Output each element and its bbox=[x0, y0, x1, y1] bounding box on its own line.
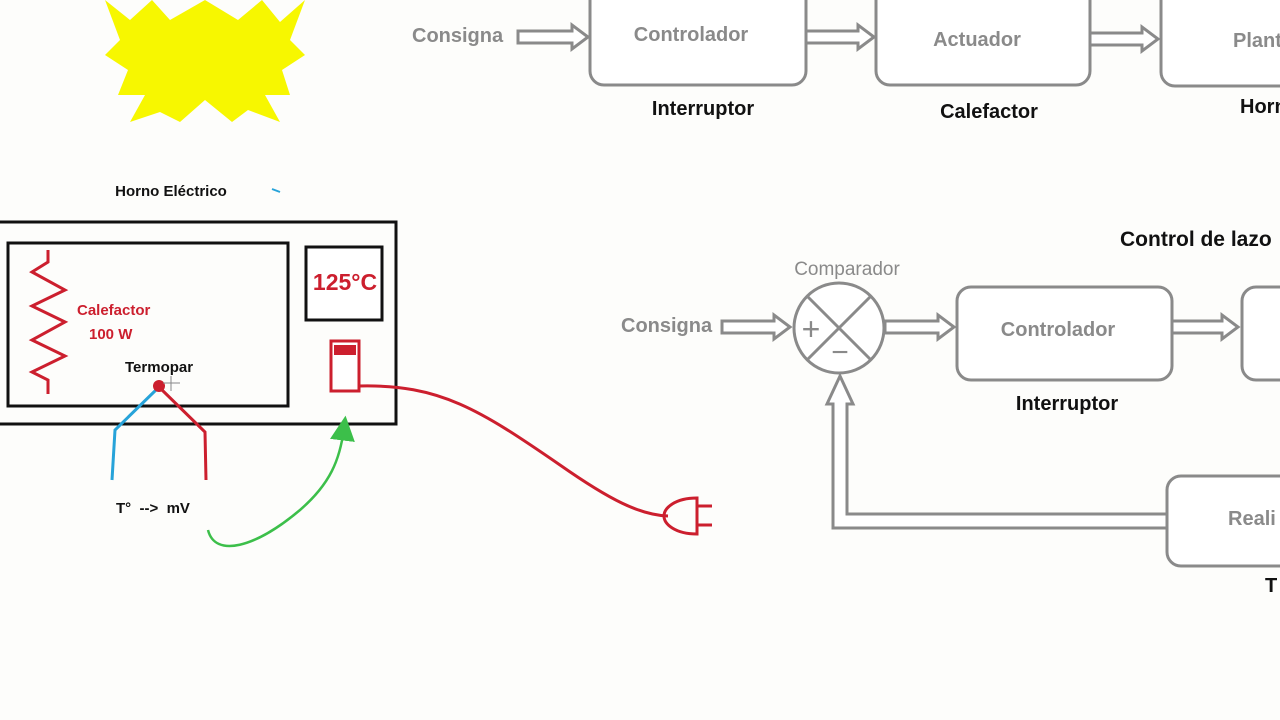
sun-icon bbox=[105, 0, 305, 122]
closed-loop-setpoint: Consigna bbox=[621, 315, 713, 337]
closed-loop-arrow-setpoint bbox=[720, 312, 793, 342]
green-arrow bbox=[206, 415, 355, 548]
open-loop-actuator-label: Actuador bbox=[933, 29, 1021, 51]
closed-loop-arrow-1 bbox=[883, 312, 957, 342]
closed-loop-title: Control de lazo bbox=[1120, 228, 1272, 251]
thermocouple-red-wire bbox=[158, 386, 208, 481]
open-loop-plant-label: Plant bbox=[1233, 30, 1280, 52]
feedback-arrow bbox=[824, 372, 1168, 530]
heater-coil bbox=[28, 250, 69, 394]
thermocouple-junction bbox=[153, 380, 165, 392]
closed-loop-controller-label: Controlador bbox=[1001, 319, 1116, 341]
oven-chamber bbox=[6, 241, 290, 408]
comparator-cross bbox=[805, 294, 873, 362]
conversion-label: T° --> mV bbox=[116, 500, 190, 517]
open-loop-setpoint: Consigna bbox=[412, 25, 504, 47]
open-loop-plant-caption: Horn bbox=[1240, 96, 1280, 118]
decorative-mark bbox=[271, 188, 281, 193]
power-cord bbox=[358, 384, 669, 518]
open-loop-controller-label: Controlador bbox=[634, 24, 749, 46]
heater-label: Calefactor bbox=[77, 302, 151, 319]
closed-loop-arrow-2 bbox=[1170, 312, 1241, 342]
comparator-plus-sign: + bbox=[802, 311, 821, 347]
temperature-display-value: 125°C bbox=[313, 269, 377, 295]
open-loop-controller-caption: Interruptor bbox=[652, 98, 754, 120]
closed-loop-controller-caption: Interruptor bbox=[1016, 393, 1118, 415]
feedback-sensor-label: Reali bbox=[1228, 508, 1276, 530]
open-loop-plant-block bbox=[1159, 0, 1280, 88]
closed-loop-next-block bbox=[1240, 285, 1280, 382]
oven-title: Horno Eléctrico bbox=[115, 183, 227, 200]
power-switch-lever bbox=[334, 345, 356, 355]
feedback-sensor-block bbox=[1165, 474, 1280, 568]
comparator-label: Comparador bbox=[794, 259, 900, 280]
temperature-display bbox=[304, 245, 384, 322]
crosshair-cursor-icon bbox=[163, 376, 180, 391]
feedback-sensor-caption: T bbox=[1265, 575, 1277, 597]
open-loop-arrow-2 bbox=[1088, 24, 1161, 54]
open-loop-actuator-caption: Calefactor bbox=[940, 101, 1038, 123]
plug-icon bbox=[662, 496, 712, 536]
open-loop-arrow-setpoint bbox=[516, 22, 591, 52]
thermocouple-label: Termopar bbox=[125, 359, 193, 376]
thermocouple-blue-wire bbox=[110, 386, 160, 481]
heater-power: 100 W bbox=[89, 326, 133, 343]
open-loop-arrow-1 bbox=[804, 22, 877, 52]
comparator-minus-sign: − bbox=[831, 336, 849, 369]
